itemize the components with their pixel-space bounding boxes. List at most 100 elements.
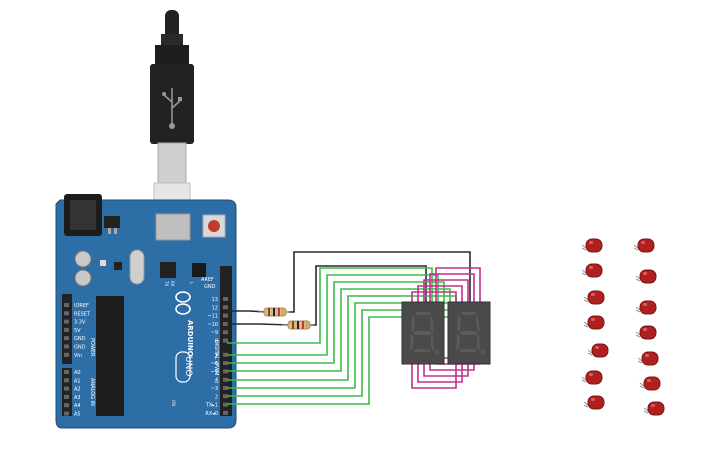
pin-socket[interactable]: [223, 305, 228, 310]
capacitor: [74, 269, 92, 287]
pin-socket[interactable]: [64, 319, 69, 324]
red-led[interactable]: [581, 238, 603, 253]
wire[interactable]: [411, 362, 457, 389]
wire[interactable]: [423, 279, 469, 302]
power-caption: POWER: [89, 338, 95, 357]
led-group: [581, 238, 665, 416]
pin-socket[interactable]: [64, 394, 69, 399]
analog-pin-label: A3: [74, 395, 81, 401]
crystal-oscillator: [129, 249, 145, 285]
digital-pin-label: 8: [215, 339, 218, 345]
segment: [411, 315, 415, 332]
model-label: UNO: [183, 356, 193, 376]
digital-pin-label: RX◂0: [205, 411, 218, 417]
analog-pin-label: A2: [74, 387, 81, 393]
red-led[interactable]: [583, 315, 605, 330]
pin-socket[interactable]: [223, 338, 228, 343]
wires-magenta[interactable]: [411, 267, 487, 389]
arduino-logo-icon: [175, 291, 191, 315]
red-led[interactable]: [587, 343, 609, 358]
red-led[interactable]: [633, 238, 655, 253]
pin-socket[interactable]: [64, 311, 69, 316]
wire[interactable]: [227, 288, 451, 372]
wire[interactable]: [429, 273, 475, 302]
pin-socket[interactable]: [223, 361, 228, 366]
pin-socket[interactable]: [223, 394, 228, 399]
digital-pin-label: 13: [212, 297, 218, 303]
on-led-label: ON: [171, 400, 176, 406]
wire[interactable]: [417, 285, 463, 302]
resistor-1[interactable]: [258, 307, 290, 317]
segment: [413, 349, 431, 352]
icsp-header: [192, 263, 206, 277]
pin-socket[interactable]: [223, 377, 228, 382]
segment: [476, 315, 480, 332]
pin-socket[interactable]: [64, 378, 69, 383]
segment: [431, 334, 434, 351]
pin-socket[interactable]: [223, 369, 228, 374]
pin-socket[interactable]: [223, 410, 228, 415]
red-led[interactable]: [643, 401, 665, 416]
pin-socket[interactable]: [64, 411, 69, 416]
wire[interactable]: [417, 362, 463, 383]
decimal-point: [435, 350, 439, 354]
atmega-chip: [96, 296, 124, 416]
digital-pin-label: ~9: [211, 330, 218, 336]
digital-pin-label: ~10: [207, 322, 218, 328]
red-led[interactable]: [635, 300, 657, 315]
segment: [410, 334, 414, 351]
analog-pin-label: A5: [74, 412, 81, 418]
red-led[interactable]: [583, 290, 605, 305]
wire[interactable]: [227, 274, 439, 356]
analog-header[interactable]: [62, 368, 72, 416]
red-led[interactable]: [635, 325, 657, 340]
arduino-uno-board[interactable]: AREF GND 1312~11~10~987~6~54~32TX▸1RX◂0 …: [55, 194, 237, 429]
seven-segment-display-2[interactable]: [447, 301, 491, 365]
tx-led-label: TX: [164, 280, 169, 286]
pin-socket[interactable]: [64, 352, 69, 357]
red-led[interactable]: [581, 263, 603, 278]
pin-socket[interactable]: [223, 402, 228, 407]
wire[interactable]: [435, 267, 481, 302]
wire[interactable]: [423, 362, 469, 377]
pin-socket[interactable]: [64, 344, 69, 349]
wire[interactable]: [227, 267, 433, 344]
wire[interactable]: [429, 362, 475, 371]
red-led[interactable]: [583, 395, 605, 410]
segment: [456, 334, 460, 351]
digital-caption: DIGITAL (PWM ~): [213, 340, 219, 383]
pin-socket[interactable]: [223, 297, 228, 301]
pin-socket[interactable]: [223, 386, 228, 390]
red-led[interactable]: [637, 351, 659, 366]
pin-socket[interactable]: [64, 386, 69, 391]
pin-socket[interactable]: [64, 336, 69, 341]
red-led[interactable]: [639, 376, 661, 391]
analog-pin-label: A4: [74, 403, 81, 409]
pin-socket[interactable]: [64, 403, 69, 408]
red-led[interactable]: [635, 269, 657, 284]
pin-socket[interactable]: [223, 321, 228, 326]
power-pin-label: IOREF: [74, 303, 89, 309]
seven-segment-display-1[interactable]: [401, 301, 445, 365]
wire[interactable]: [411, 291, 457, 302]
pin-socket[interactable]: [223, 330, 228, 335]
pin-socket[interactable]: [223, 313, 228, 318]
power-pin-label: GND: [74, 336, 86, 342]
pin-socket[interactable]: [64, 370, 69, 374]
reset-button-cap[interactable]: [208, 220, 220, 232]
pin-socket[interactable]: [223, 352, 228, 357]
power-pin-label: GND: [74, 345, 86, 351]
resistor-2[interactable]: [282, 320, 314, 330]
analog-pin-label: A1: [74, 378, 81, 384]
pin-socket[interactable]: [64, 303, 69, 307]
segment: [477, 334, 480, 351]
digital-pin-label: ~5: [211, 369, 218, 375]
decimal-point: [481, 350, 485, 354]
pin-socket[interactable]: [64, 327, 69, 332]
red-led[interactable]: [581, 370, 603, 385]
voltage-regulator: [104, 216, 120, 228]
segment: [457, 315, 461, 332]
